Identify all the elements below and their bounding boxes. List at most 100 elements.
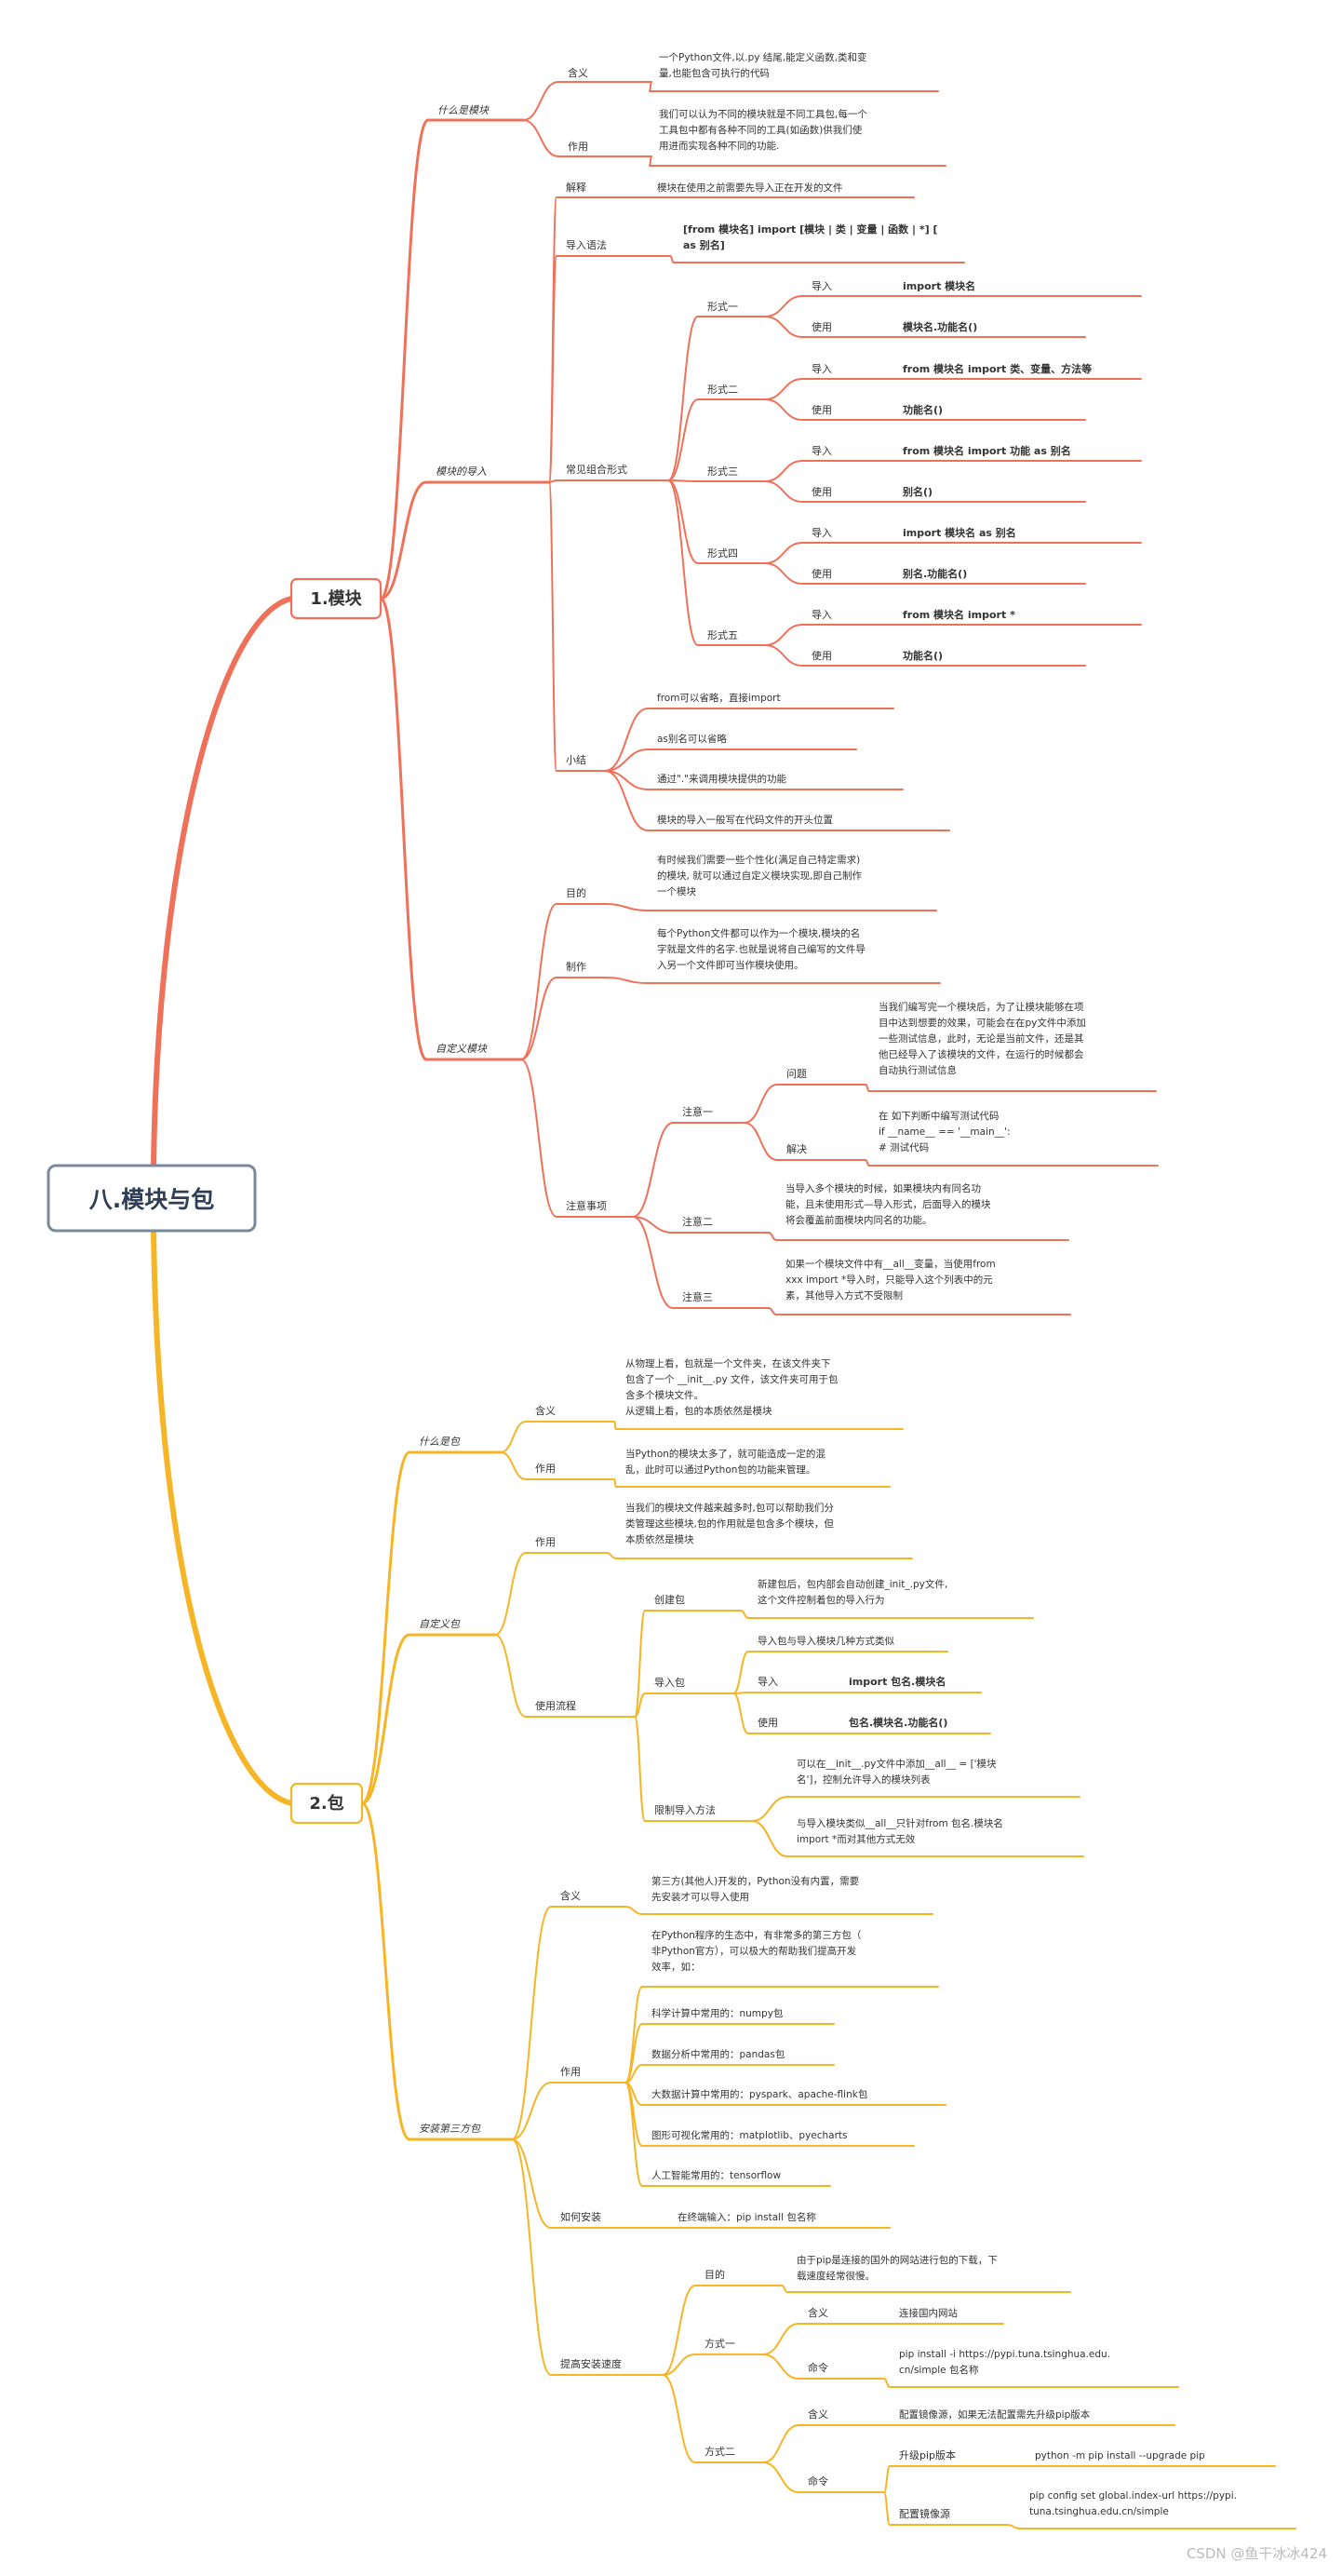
module-form-3-label: 形式三 (707, 465, 738, 478)
module-note1-problem-line: 目中达到想要的效果，可能会在在py文件中添加 (879, 1017, 1086, 1029)
module-form-5-use: 功能名() (903, 649, 943, 662)
package-way2-cmd-label: 命令 (808, 2475, 828, 2488)
module-note1-label-line: 注意一 (682, 1105, 713, 1118)
package-speed-purpose-line: 载速度经常很慢。 (797, 2270, 875, 2282)
module-note1-solution-line: 在 如下判断中编写测试代码 (879, 1110, 999, 1122)
connector-curve (604, 903, 649, 911)
connector-curve (865, 1159, 870, 1167)
module-form-3-use: 别名() (902, 485, 933, 498)
connector-curve (649, 155, 652, 167)
package-third-speed-label-line: 提高安装速度 (560, 2357, 622, 2370)
connector-curve (662, 2353, 696, 2376)
module-form-2-import: from 模块名 import 类、变量、方法等 (903, 362, 1092, 375)
package-way2-meaning-label-line: 含义 (808, 2407, 828, 2421)
module-form-2-label-line: 形式二 (707, 384, 738, 396)
connector-curve (764, 398, 803, 421)
connector-curve (662, 2374, 696, 2463)
package-third-use-intro-line: 非Python官方），可以极大的帮助我们提高开发 (651, 1945, 857, 1957)
module-note1-solution-line: # 测试代码 (879, 1141, 929, 1153)
connector-curve (604, 749, 649, 772)
module-form-2-use-line: 功能名() (903, 403, 943, 416)
module-custom-make-line: 入另一个文件即可当作模块使用。 (657, 959, 804, 971)
module-form-5-label-line: 形式五 (707, 629, 738, 641)
package-third-example-2: 数据分析中常用的：pandas包 (651, 2048, 785, 2060)
module-form-use-label: 使用 (812, 404, 832, 416)
package-import-sub-label: 导入 (758, 1676, 778, 1688)
connector-curve (360, 1801, 411, 2141)
connector-curve (624, 2082, 643, 2187)
module-form-use-label-line: 使用 (812, 650, 832, 662)
connector-curve (764, 295, 803, 317)
module-note1-problem-label: 问题 (786, 1068, 807, 1080)
module-import-explain-line: 模块在使用之前需要先导入正在开发的文件 (657, 182, 843, 194)
module-what-meaning-label: 含义 (568, 66, 588, 79)
package-way1-cmd-label: 命令 (808, 2361, 828, 2374)
package-custom-use-label: 作用 (535, 1536, 556, 1548)
package-limit-2-line: import *而对其他方式无效 (797, 1833, 916, 1845)
connector-curve (634, 1693, 646, 1718)
connector-curve (751, 1820, 788, 1857)
package-custom-label: 自定义包 (419, 1618, 461, 1630)
connector-curve (548, 255, 557, 483)
package-use-sub-label: 使用 (758, 1717, 778, 1729)
module-custom-make: 每个Python文件都可以作为一个模块,模块的名字就是文件的名字.也就是说将自己… (657, 927, 866, 971)
connector-curve (613, 1421, 617, 1430)
connector-curve (764, 460, 803, 482)
connector-curve (762, 2461, 799, 2493)
connector-curve (667, 316, 699, 481)
connector-curve (632, 1122, 674, 1218)
package-third-speed-label: 提高安装速度 (560, 2357, 622, 2370)
connector-root-package (151, 1228, 294, 1806)
connector-curve (379, 480, 428, 600)
module-what-meaning-label-line: 含义 (568, 66, 588, 79)
module-form-5-import: from 模块名 import * (903, 608, 1015, 621)
package-what-meaning-label: 含义 (535, 1404, 556, 1417)
package-way1-cmd-line: pip install -i https://pypi.tuna.tsinghu… (899, 2349, 1110, 2360)
module-what-label-line: 什么是模块 (437, 104, 490, 116)
module-note1-label: 注意一 (682, 1105, 713, 1118)
connector-curve (883, 2465, 891, 2493)
module-import-combos-label: 常见组合形式 (566, 463, 627, 476)
package-create: 新建包后，包内部会自动创建_init_.py文件,这个文件控制着包的导入行为 (758, 1578, 947, 1606)
package-way1-meaning: 连接国内网站 (899, 2307, 958, 2319)
connector-curve (764, 644, 803, 667)
package-custom-flow-label-line: 使用流程 (535, 1699, 576, 1712)
connector-curve (522, 119, 559, 157)
package-way1-label: 方式一 (705, 2337, 735, 2350)
module-form-use-label: 使用 (812, 486, 832, 498)
package-way2-cmd-label-line: 命令 (808, 2475, 828, 2488)
connector-curve (624, 1906, 643, 1915)
module-what-use: 我们可以认为不同的模块就是不同工具包,每一个工具包中都有各种不同的工具(如函数)… (659, 108, 867, 152)
module-form-5-use-line: 功能名() (903, 649, 943, 662)
connector-curve (669, 255, 675, 263)
package-custom-use: 当我们的模块文件越来越多时,包可以帮助我们分类管理这些模块,包的作用就是包含多个… (625, 1502, 834, 1545)
connector-curve (624, 2023, 643, 2084)
package-way2-label-line: 方式二 (705, 2445, 735, 2458)
module-custom-purpose-label-line: 目的 (566, 886, 586, 899)
module-import-syntax-line: as 别名] (683, 238, 725, 251)
package-third-use-label: 作用 (560, 2066, 581, 2078)
module-form-use-label: 使用 (812, 321, 832, 333)
module-custom-label: 自定义模块 (436, 1043, 488, 1055)
module-form-use-label-line: 使用 (812, 404, 832, 416)
module-note2-label-line: 注意二 (682, 1215, 713, 1228)
connector-curve (634, 1610, 646, 1718)
package-third-meaning-line: 先安装才可以导入使用 (651, 1891, 749, 1903)
package-node-box (289, 1782, 364, 1825)
module-custom-make-label: 制作 (566, 961, 586, 973)
package-third-example-3-line: 大数据计算中常用的：pyspark、apache-flink包 (651, 2088, 868, 2100)
package-import-code: import 包名.模块名 (849, 1675, 946, 1688)
package-use-code: 包名.模块名.功能名() (848, 1716, 947, 1729)
package-way1-meaning-label-line: 含义 (808, 2306, 828, 2319)
module-form-4-label-line: 形式四 (707, 547, 738, 560)
module-note2-line: 当导入多个模块的时候，如果模块内有同名功 (785, 1182, 981, 1194)
connector-curve (360, 1450, 411, 1805)
module-form-4-label: 形式四 (707, 547, 738, 560)
module-form-3-import: from 模块名 import 功能 as 别名 (903, 444, 1071, 457)
package-way1-label-line: 方式一 (705, 2337, 735, 2350)
module-note3-line: xxx import *导入时，只能导入这个列表中的元 (785, 1274, 993, 1286)
connector-curve (511, 1906, 552, 2140)
connector-root-module (151, 596, 294, 1168)
